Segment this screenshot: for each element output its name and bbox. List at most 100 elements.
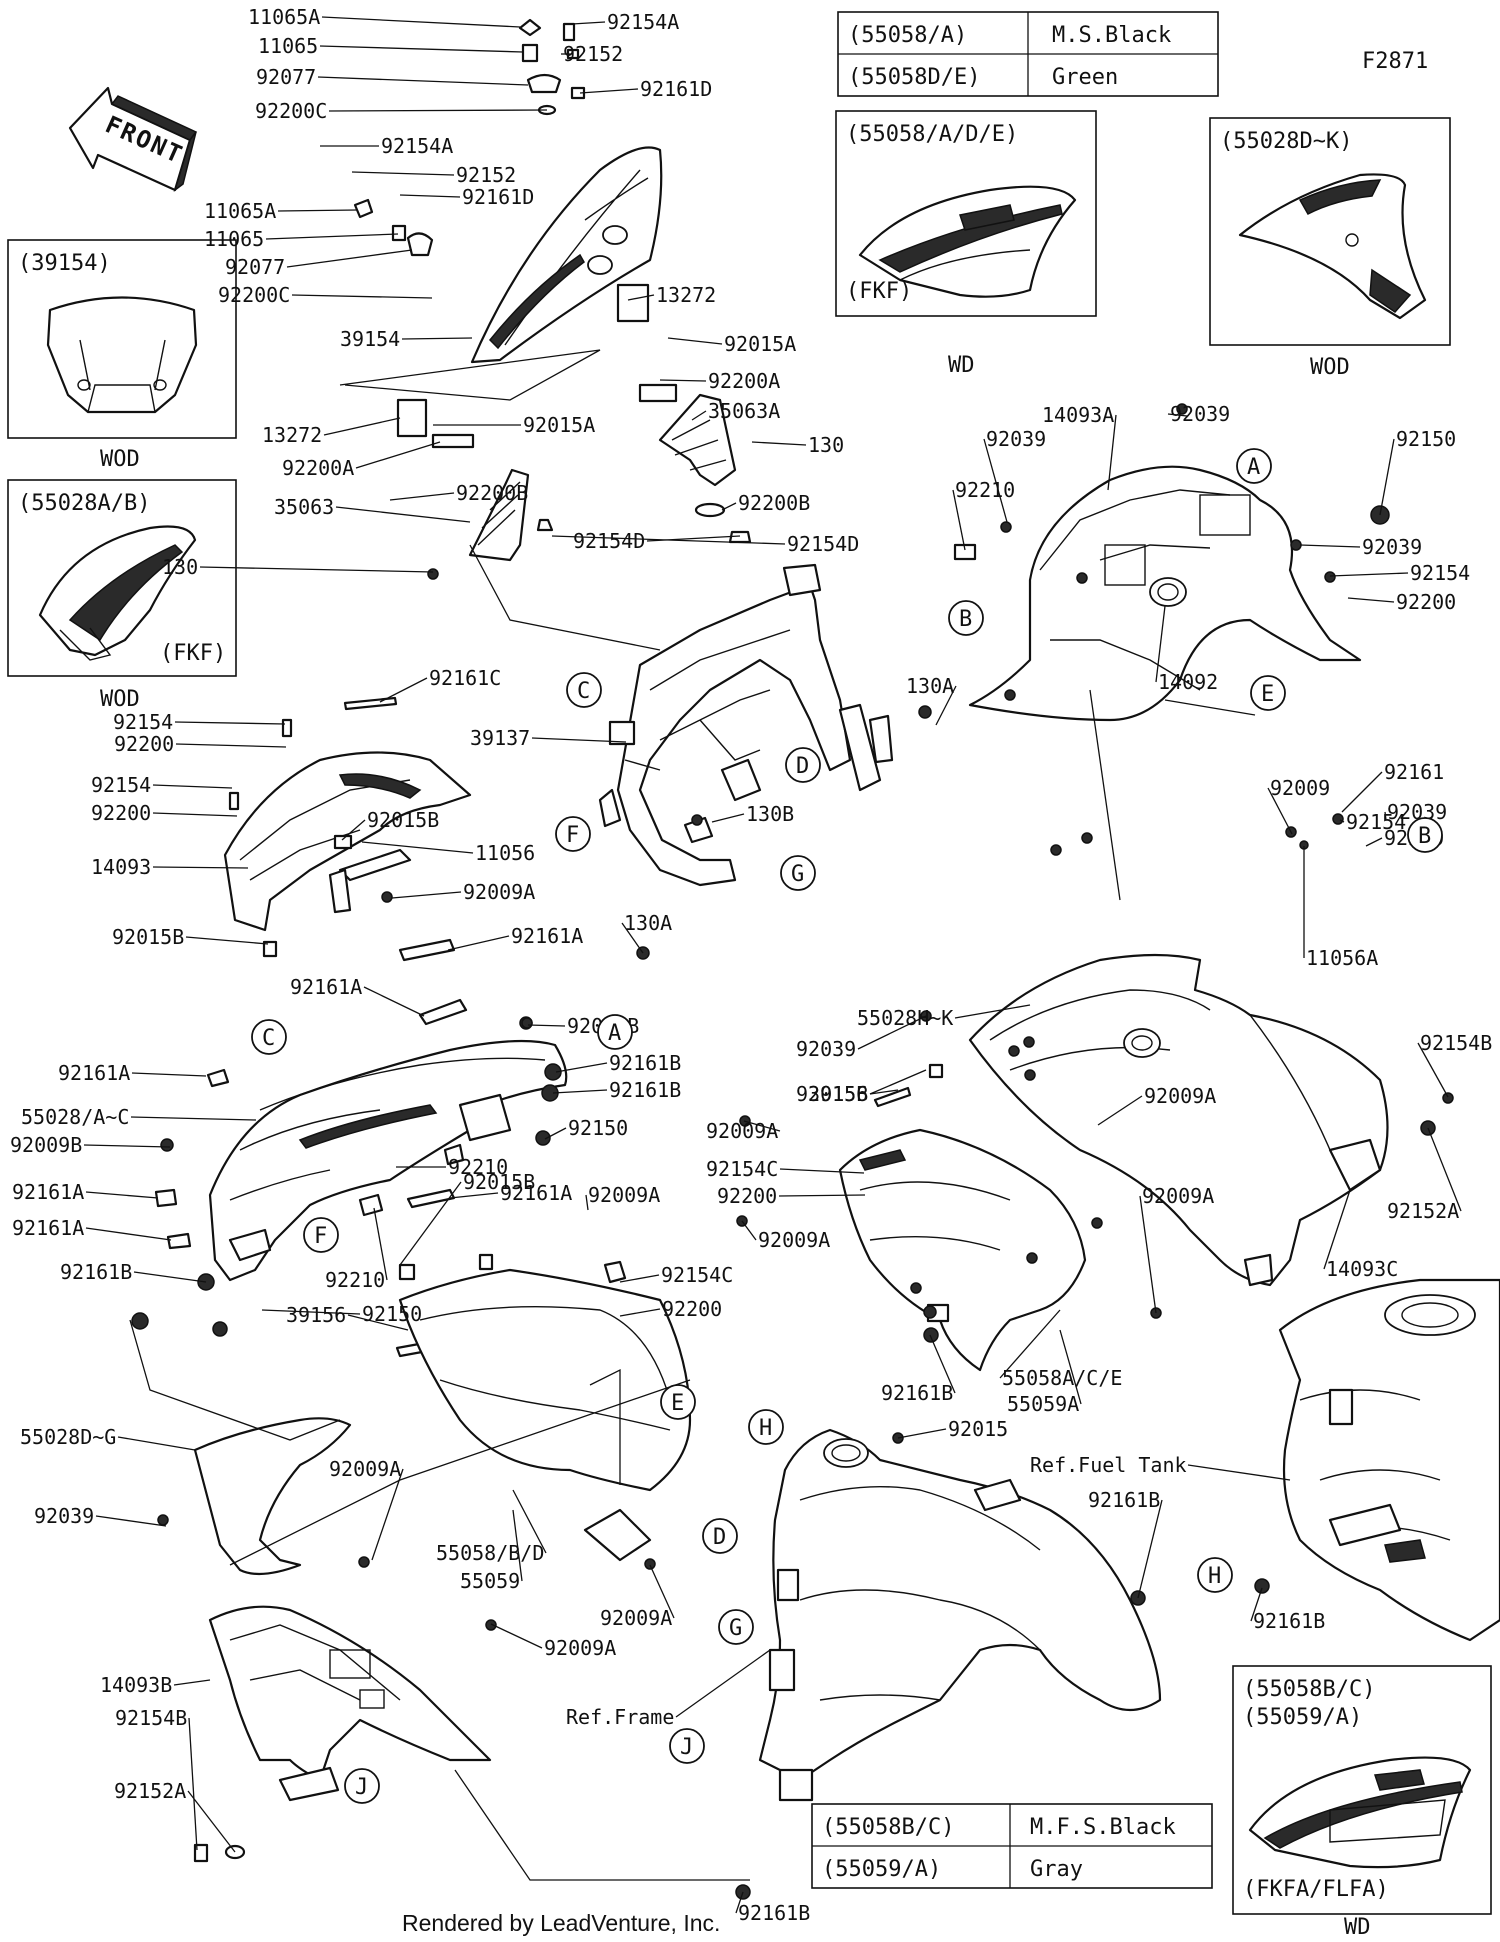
- reference-marker-d: D: [702, 1518, 738, 1554]
- part-number-callout: 92039: [986, 427, 1046, 451]
- part-number-callout: 92161D: [640, 77, 712, 101]
- reference-marker-c: C: [251, 1019, 287, 1055]
- part-number-callout: Ref.Frame: [566, 1705, 674, 1729]
- leader-line: [555, 1062, 608, 1073]
- leader-line: [1379, 438, 1395, 516]
- part-number-callout: 92161B: [609, 1051, 681, 1075]
- leader-line: [1329, 572, 1409, 577]
- leader-line: [952, 489, 966, 551]
- svg-text:A: A: [1247, 455, 1260, 480]
- leader-line: [512, 1489, 547, 1554]
- part-number-callout: 92009A: [758, 1228, 830, 1252]
- reference-marker-j: J: [344, 1768, 380, 1804]
- reference-marker-h: H: [748, 1409, 784, 1445]
- callout-labels: 11065A110659207792200C92154A9215292161D9…: [10, 5, 1492, 1925]
- svg-text:B: B: [1418, 824, 1431, 849]
- svg-text:WD: WD: [948, 353, 975, 378]
- leader-line: [328, 109, 548, 112]
- part-number-callout: 11065A: [248, 5, 320, 29]
- part-number-callout: 92154: [1346, 810, 1406, 834]
- part-number-callout: 39156: [808, 1082, 868, 1106]
- color-name: Green: [1052, 65, 1118, 90]
- part-number-callout: 92015B: [796, 1082, 868, 1106]
- reference-marker-j: J: [669, 1728, 705, 1764]
- leader-line: [667, 337, 723, 345]
- leader-line: [83, 1144, 171, 1148]
- part-number-callout: 92009A: [329, 1457, 401, 1481]
- svg-text:(FKF): (FKF): [846, 279, 912, 304]
- svg-text:(FKF): (FKF): [160, 641, 226, 666]
- color-code: (55059/A): [822, 1857, 941, 1882]
- leader-line: [277, 209, 358, 212]
- leader-line: [1299, 544, 1361, 548]
- reference-marker-b: B: [1407, 817, 1443, 853]
- svg-text:WD: WD: [1344, 1915, 1371, 1938]
- part-number-callout: 130B: [746, 802, 794, 826]
- svg-text:E: E: [671, 1391, 684, 1416]
- leader-line: [363, 986, 425, 1017]
- part-number-callout: 92009A: [544, 1636, 616, 1660]
- leader-line: [399, 1181, 462, 1266]
- leader-line: [1155, 605, 1166, 683]
- part-number-callout: 92200A: [282, 456, 354, 480]
- leader-line: [321, 16, 521, 28]
- front-arrow-icon: FRONT: [68, 86, 198, 192]
- part-number-callout: 92161C: [429, 666, 501, 690]
- leader-line: [579, 88, 639, 94]
- part-number-callout: 14093A: [1042, 403, 1114, 427]
- part-number-callout: 92200: [717, 1184, 777, 1208]
- leader-line: [341, 819, 366, 841]
- color-name: M.S.Black: [1052, 23, 1171, 48]
- svg-text:B: B: [959, 607, 972, 632]
- part-number-callout: 11065A: [204, 199, 276, 223]
- leader-line: [627, 294, 655, 301]
- leader-line: [691, 410, 707, 421]
- leader-line: [1187, 1464, 1291, 1481]
- inner-cover-left: [223, 751, 472, 958]
- leader-line: [130, 1116, 257, 1121]
- leader-line: [735, 1891, 744, 1914]
- leader-line: [152, 784, 233, 789]
- leader-line: [659, 379, 707, 382]
- reference-marker-e: E: [1250, 675, 1286, 711]
- svg-text:C: C: [262, 1026, 275, 1051]
- part-number-callout: 92210: [955, 478, 1015, 502]
- svg-text:(55058B/C): (55058B/C): [1243, 1677, 1375, 1702]
- leader-line: [551, 535, 786, 545]
- leader-line: [117, 1436, 196, 1451]
- color-name: Gray: [1030, 1857, 1083, 1882]
- leader-line: [1347, 597, 1395, 603]
- leader-line: [741, 1220, 757, 1241]
- middle-cowl-left: [193, 1253, 692, 1576]
- leader-lines: [83, 16, 1462, 1914]
- inset-upper-cowl: (55028A/B) (FKF) WOD: [7, 479, 237, 712]
- part-number-callout: 92009A: [706, 1119, 778, 1143]
- under-cowl: [193, 1605, 492, 1863]
- part-number-callout: 92200: [114, 732, 174, 756]
- part-number-callout: 92039: [34, 1504, 94, 1528]
- part-number-callout: 92200C: [255, 99, 327, 123]
- svg-text:F: F: [566, 823, 579, 848]
- part-number-callout: 92009A: [600, 1606, 672, 1630]
- leader-line: [869, 1069, 927, 1095]
- leader-line: [185, 936, 269, 945]
- part-number-callout: 55059: [460, 1569, 520, 1593]
- assembly-lines: [129, 349, 1256, 1881]
- leader-line: [317, 76, 529, 86]
- inset-windshield: (39154) WOD: [7, 239, 237, 472]
- leader-line: [929, 1334, 956, 1394]
- color-name: M.F.S.Black: [1030, 1815, 1176, 1840]
- part-number-callout: 92009A: [1142, 1184, 1214, 1208]
- ref-frame: [735, 1428, 1162, 1900]
- svg-text:(55028A/B): (55028A/B): [18, 491, 150, 516]
- reference-marker-a: A: [597, 1014, 633, 1050]
- leader-line: [351, 171, 455, 176]
- leader-line: [286, 249, 413, 268]
- part-number-callout: 14093: [91, 855, 151, 879]
- part-number-callout: 92210: [448, 1155, 508, 1179]
- leader-line: [897, 1428, 947, 1439]
- leader-line: [1427, 1127, 1462, 1212]
- reference-marker-g: G: [780, 855, 816, 891]
- figure-code: F2871: [1362, 49, 1428, 74]
- part-number-callout: 55028/A~C: [21, 1105, 129, 1129]
